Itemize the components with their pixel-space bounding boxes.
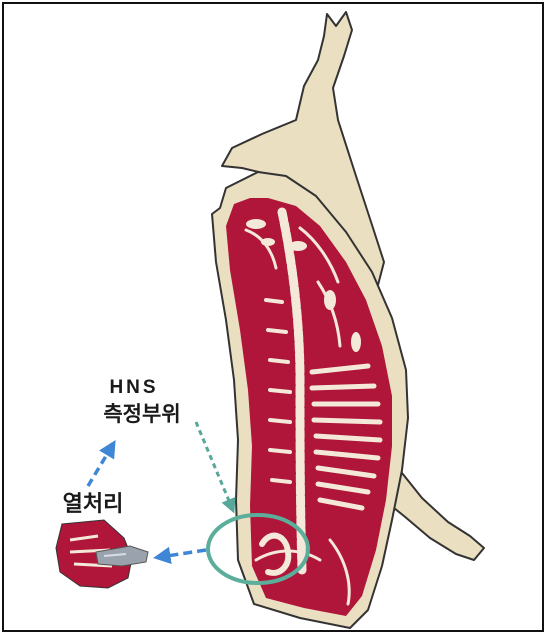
arrow-heat-to-hns <box>88 446 112 486</box>
heat-treatment-label: 열처리 <box>63 491 124 516</box>
arrow-hns-to-site <box>196 422 232 508</box>
arrow-to-heat-thumbnail <box>160 550 206 557</box>
measure-site-label: 측정부위 <box>103 403 180 426</box>
hns-label: HNS <box>109 377 158 398</box>
heat-treatment-thumbnail <box>56 520 148 588</box>
